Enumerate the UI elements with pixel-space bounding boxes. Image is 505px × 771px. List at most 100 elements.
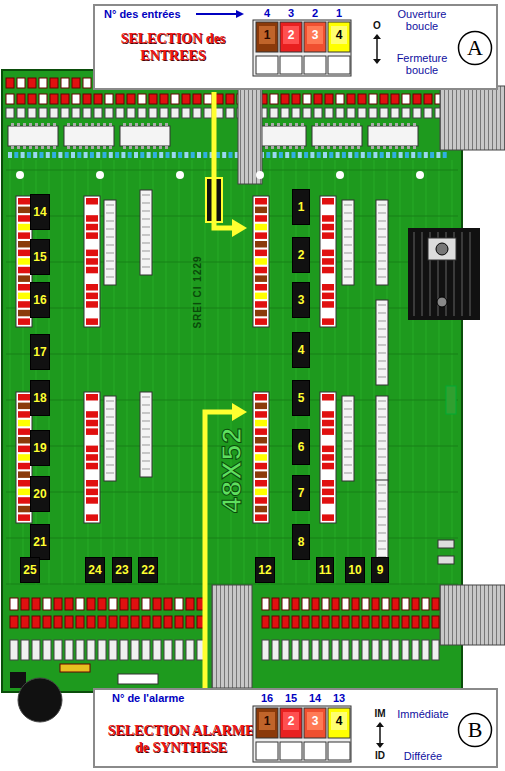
chip-number: 17 <box>33 345 46 359</box>
pin-mark <box>142 437 150 438</box>
pin-mark <box>344 221 352 222</box>
pin-mark <box>344 433 352 434</box>
dip-slot <box>280 742 302 760</box>
resistor <box>413 94 421 104</box>
component <box>380 108 388 118</box>
switch-lever <box>255 275 267 282</box>
resistor <box>28 78 36 88</box>
ic-package <box>256 126 306 146</box>
board-marking: 48X52 <box>216 427 248 513</box>
trace <box>179 160 180 585</box>
switch-lever <box>18 428 30 435</box>
capacitor <box>285 152 289 158</box>
ic-pin <box>339 123 342 126</box>
resistor <box>336 94 344 104</box>
resistor <box>314 94 322 104</box>
resistor <box>204 94 212 104</box>
resistor <box>272 616 279 628</box>
capacitor <box>317 152 321 158</box>
chip-number: 11 <box>319 563 332 577</box>
switch-number: 2 <box>288 28 295 42</box>
resistor <box>182 94 190 104</box>
resistor-array <box>104 396 116 481</box>
switch-lever <box>322 293 334 300</box>
chip-number: 9 <box>377 563 384 577</box>
chip-number: 6 <box>298 440 305 454</box>
ic-chip: 1 <box>292 189 310 225</box>
resistor <box>392 598 399 610</box>
pin-mark <box>142 259 150 260</box>
pin-mark <box>142 421 150 422</box>
switch-lever <box>255 310 267 317</box>
pin-mark <box>106 277 114 278</box>
ic-pin <box>153 146 156 149</box>
pin-mark <box>378 329 386 330</box>
resistor <box>83 78 91 88</box>
mounting-hole <box>96 171 104 179</box>
dip-key <box>304 708 326 738</box>
pin-mark <box>378 509 386 510</box>
arrow-head <box>373 34 381 39</box>
capacitor <box>348 152 352 158</box>
component <box>138 108 146 118</box>
ic-pin <box>103 146 106 149</box>
capacitor <box>411 152 415 158</box>
callout-letter: B <box>457 712 493 748</box>
ic-package <box>8 126 58 146</box>
component <box>314 108 322 118</box>
ic-pin <box>53 146 56 149</box>
switch-lever <box>322 267 334 274</box>
pin-mark <box>106 269 114 270</box>
ic-pin <box>371 146 374 149</box>
switch-number: 3 <box>312 28 319 42</box>
ic-pin <box>389 146 392 149</box>
dip-slot <box>280 56 302 74</box>
resistor <box>186 616 194 628</box>
capacitor <box>77 152 81 158</box>
dip-key-face <box>307 26 323 44</box>
component <box>61 108 69 118</box>
trace <box>244 160 245 585</box>
trace <box>413 160 414 585</box>
resistor <box>372 616 379 628</box>
ic-pin <box>47 146 50 149</box>
resistor <box>21 616 29 628</box>
chip-number: 1 <box>298 200 305 214</box>
switch-lever <box>322 463 334 470</box>
switch-lever <box>18 454 30 461</box>
switch-lever <box>86 394 98 401</box>
ic-pin <box>301 123 304 126</box>
alarm-number: 16 <box>261 692 273 704</box>
capacitor <box>103 152 107 158</box>
ic-pin <box>141 146 144 149</box>
pin-mark <box>142 219 150 220</box>
ic-chip: 9 <box>371 557 389 583</box>
dip-switch-body <box>253 706 351 762</box>
switch-lever <box>255 318 267 325</box>
pin-mark <box>378 337 386 338</box>
resistor <box>142 616 150 628</box>
ic-chip: 11 <box>316 557 335 583</box>
ic-pin <box>47 123 50 126</box>
mounting-hole <box>176 171 184 179</box>
ic-pin <box>91 146 94 149</box>
switch-lever <box>86 301 98 308</box>
ribbon-connector <box>440 585 505 645</box>
resistor <box>153 616 161 628</box>
capacitor <box>279 152 283 158</box>
switch-lever <box>255 437 267 444</box>
resistor <box>54 616 62 628</box>
pin-mark <box>378 377 386 378</box>
ribbon-connector <box>440 86 505 150</box>
ic-pin <box>53 123 56 126</box>
ic-pin <box>265 146 268 149</box>
resistor <box>138 94 146 104</box>
ic-pin <box>159 146 162 149</box>
switch-lever <box>86 420 98 427</box>
switch-bank-body <box>84 196 100 327</box>
switch-lever <box>18 275 30 282</box>
resistor <box>149 94 157 104</box>
trace <box>400 160 401 585</box>
switch-lever <box>86 310 98 317</box>
resistor <box>39 94 47 104</box>
